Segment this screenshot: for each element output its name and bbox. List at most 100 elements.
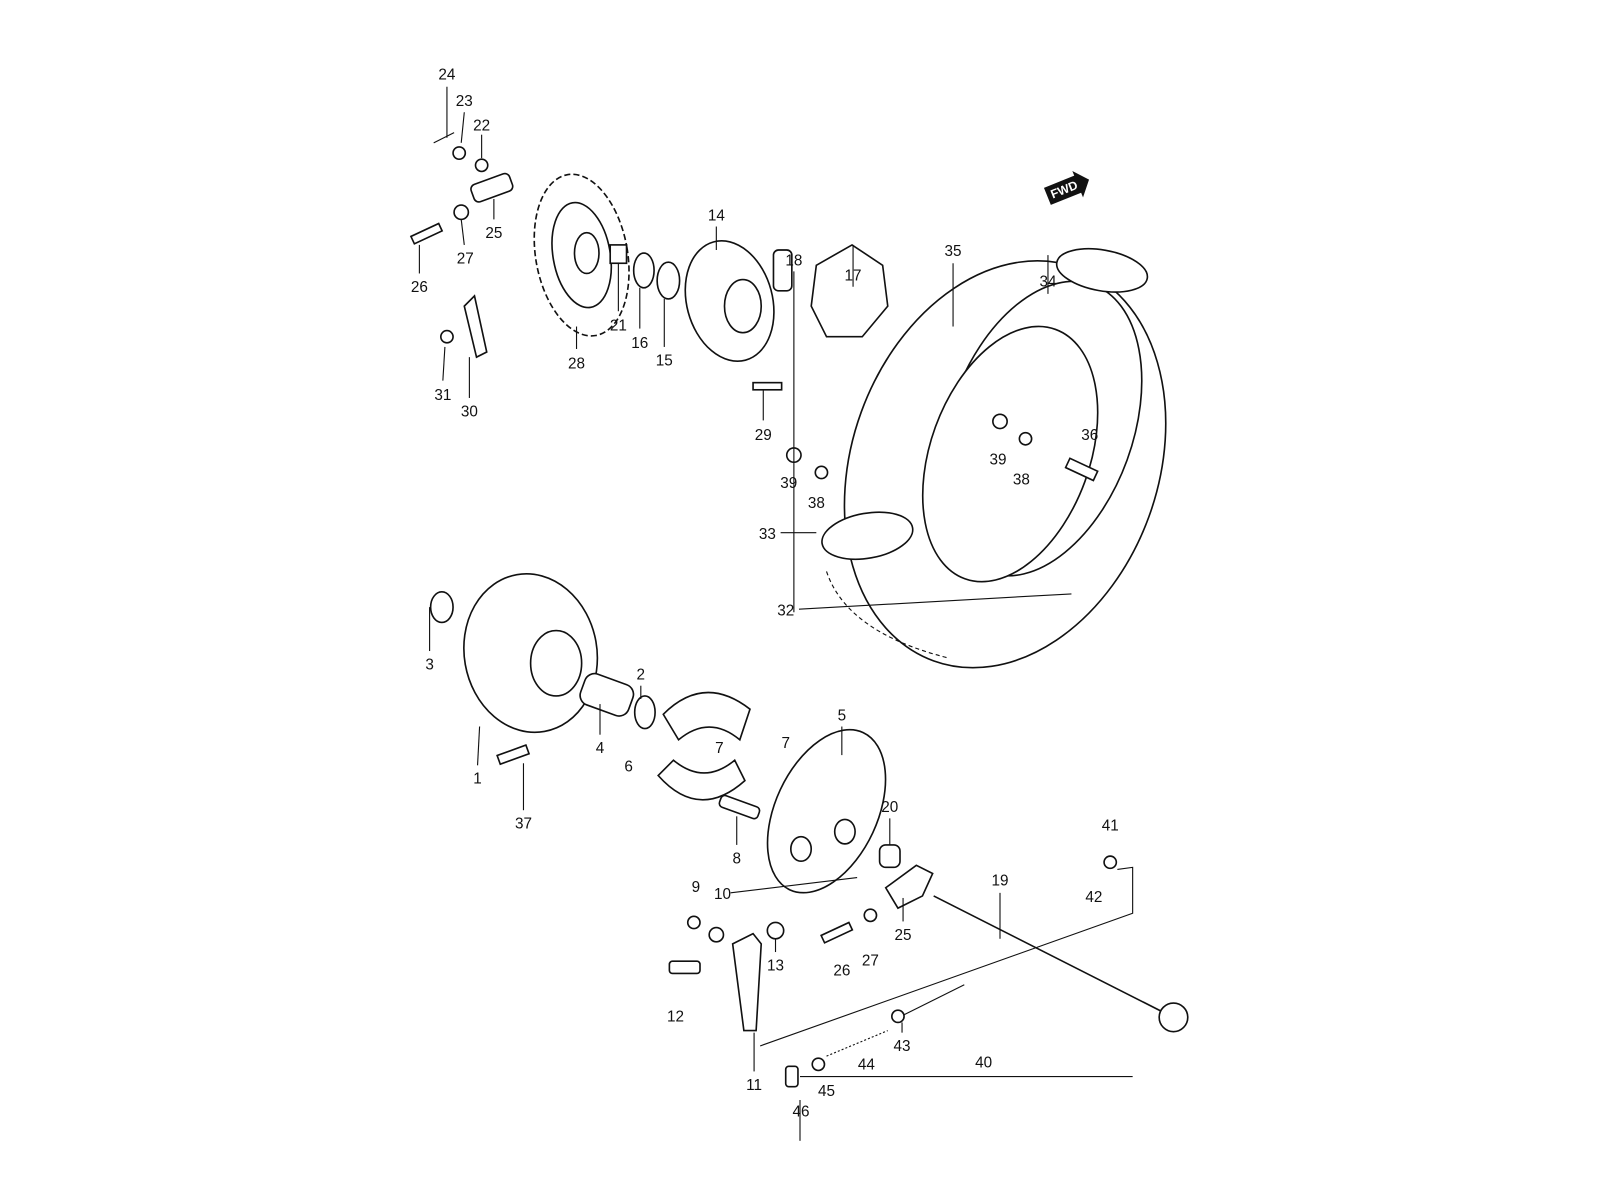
bolt-36 xyxy=(1064,457,1099,482)
washer-38 xyxy=(1018,431,1033,446)
callout-label-40: 40 xyxy=(975,1054,992,1071)
callout-label-45: 45 xyxy=(818,1083,835,1100)
axle-nut xyxy=(1158,1002,1189,1033)
forward-direction-badge: FWD xyxy=(1043,170,1090,205)
washer-43 xyxy=(891,1009,905,1024)
callout-label-35: 35 xyxy=(945,243,962,260)
callout-label-25: 25 xyxy=(485,225,502,242)
callout-label-33: 33 xyxy=(759,526,776,543)
callout-label-24: 24 xyxy=(438,67,456,84)
nut-39 xyxy=(992,413,1008,430)
spacer xyxy=(609,244,628,265)
bolt-12 xyxy=(668,960,701,975)
rear-axle xyxy=(933,895,1164,1013)
callout-label-3: 3 xyxy=(425,656,434,673)
callout-label-15: 15 xyxy=(656,352,673,369)
callout-label-37: 37 xyxy=(515,816,532,833)
callout-label-17: 17 xyxy=(845,268,862,285)
callout-label-2: 2 xyxy=(637,667,646,684)
bearing xyxy=(632,252,655,289)
parts-illustration xyxy=(409,86,1189,1141)
brake-drum-hub xyxy=(429,573,599,734)
callout-label-22: 22 xyxy=(473,118,490,135)
callout-label-14: 14 xyxy=(708,207,726,224)
brake-shoe-upper xyxy=(662,691,751,742)
chain-adjuster xyxy=(884,864,934,910)
callout-label-29: 29 xyxy=(755,427,772,444)
nut-46 xyxy=(784,1065,799,1088)
nut-23 xyxy=(452,146,467,161)
callout-label-28: 28 xyxy=(568,355,585,372)
brake-cam-lever xyxy=(731,932,763,1032)
callout-labels: 2423222527262821161514181735343130293938… xyxy=(411,67,1119,1121)
callout-label-8: 8 xyxy=(732,850,741,867)
cush-drive-damper xyxy=(810,243,889,338)
brake-rod-spring xyxy=(826,1030,888,1057)
callout-label-34: 34 xyxy=(1039,274,1057,291)
bolt-37 xyxy=(496,744,531,766)
callout-label-26: 26 xyxy=(411,279,428,296)
callout-label-44: 44 xyxy=(858,1056,876,1073)
callout-label-27: 27 xyxy=(457,250,474,267)
washer-22 xyxy=(474,158,489,173)
washer-38b xyxy=(814,465,829,480)
circlip-9 xyxy=(686,915,701,930)
callout-label-39: 39 xyxy=(989,451,1006,468)
forward-arrow-icon xyxy=(1043,170,1090,205)
callout-label-38: 38 xyxy=(1013,472,1030,489)
sprocket-hub xyxy=(684,240,775,363)
callout-label-19: 19 xyxy=(991,873,1008,890)
callout-label-5: 5 xyxy=(838,707,847,724)
leader-lines xyxy=(418,86,1133,1141)
callout-label-18: 18 xyxy=(785,252,802,269)
callout-label-39: 39 xyxy=(780,475,797,492)
plate-30 xyxy=(463,294,488,359)
adjuster-25 xyxy=(470,172,514,203)
callout-label-36: 36 xyxy=(1081,427,1098,444)
nut-27 xyxy=(453,204,470,221)
bolt-29 xyxy=(752,381,783,391)
nut-31 xyxy=(440,329,454,344)
pin-45 xyxy=(811,1057,826,1072)
callout-label-7: 7 xyxy=(715,740,724,757)
callout-label-41: 41 xyxy=(1102,818,1119,835)
nut-13 xyxy=(766,921,785,940)
brake-cam xyxy=(718,794,761,820)
bolt-26 xyxy=(409,222,444,245)
callout-label-27: 27 xyxy=(862,952,879,969)
cotter-pin-24 xyxy=(433,132,455,144)
callout-label-4: 4 xyxy=(596,740,605,757)
brake-shoe-lower xyxy=(657,758,746,801)
callout-label-7: 7 xyxy=(781,735,790,752)
spacer-axle xyxy=(579,672,635,717)
washer-41 xyxy=(1103,855,1118,870)
callout-label-23: 23 xyxy=(456,93,473,110)
rear-wheel xyxy=(821,247,1167,669)
callout-label-10: 10 xyxy=(714,886,731,903)
callout-label-46: 46 xyxy=(793,1103,810,1120)
callout-label-13: 13 xyxy=(767,957,784,974)
callout-label-12: 12 xyxy=(667,1008,684,1025)
sleeve xyxy=(772,249,793,292)
callout-label-38: 38 xyxy=(808,495,825,512)
callout-label-16: 16 xyxy=(631,335,648,352)
callout-label-25: 25 xyxy=(895,927,912,944)
torque-link xyxy=(760,866,1134,1047)
callout-label-30: 30 xyxy=(461,403,478,420)
callout-label-11: 11 xyxy=(746,1077,762,1094)
callout-label-9: 9 xyxy=(692,879,701,896)
callout-label-26: 26 xyxy=(833,963,850,980)
washer-10 xyxy=(708,926,725,943)
callout-label-20: 20 xyxy=(881,799,898,816)
bolt-26b xyxy=(820,921,854,944)
callout-label-43: 43 xyxy=(894,1038,911,1055)
callout-label-42: 42 xyxy=(1085,889,1102,906)
brake-panel xyxy=(766,728,887,894)
callout-label-31: 31 xyxy=(434,387,451,404)
nut-27b xyxy=(863,908,878,923)
callout-label-6: 6 xyxy=(624,758,633,775)
callout-label-32: 32 xyxy=(777,602,794,619)
brake-rod-end xyxy=(902,984,965,1016)
oil-seal xyxy=(656,261,681,300)
